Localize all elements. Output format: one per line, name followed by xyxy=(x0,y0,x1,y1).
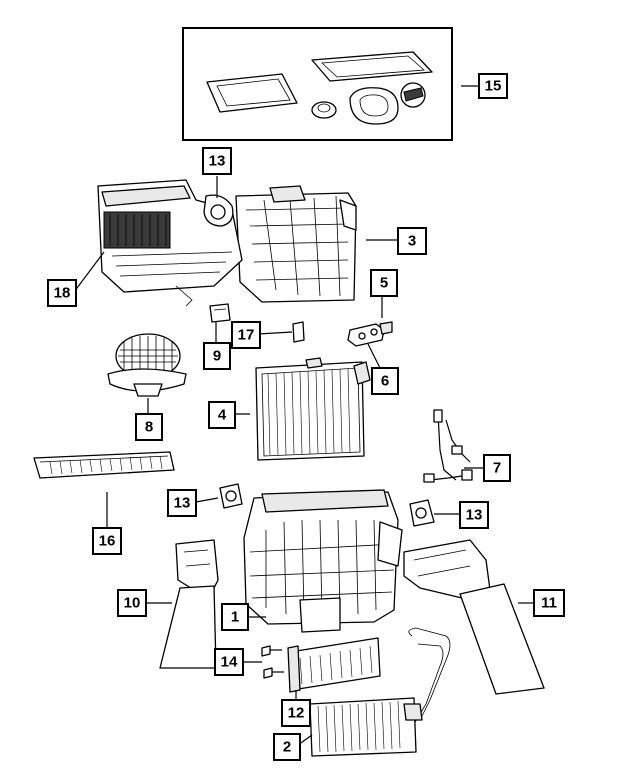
callout-9: 9 xyxy=(203,342,231,370)
callout-14-label: 14 xyxy=(221,654,238,671)
upper-hvac-housing xyxy=(97,179,357,307)
callout-5-label: 5 xyxy=(380,275,388,292)
callout-14: 14 xyxy=(214,648,244,676)
callout-17-label: 17 xyxy=(238,327,255,344)
seal-strip-right xyxy=(311,51,433,82)
callout-13-top-label: 13 xyxy=(209,153,226,170)
expansion-valve xyxy=(347,321,393,347)
callout-12-label: 12 xyxy=(288,705,305,722)
callout-11-label: 11 xyxy=(541,595,557,612)
callout-17: 17 xyxy=(231,321,261,349)
cabin-air-filter xyxy=(33,451,175,479)
evaporator-core xyxy=(255,357,371,461)
actuator-13-right xyxy=(409,499,435,527)
callout-4-label: 4 xyxy=(218,407,227,424)
callout-6-label: 6 xyxy=(381,373,389,390)
callout-2-label: 2 xyxy=(283,739,291,756)
callout-5: 5 xyxy=(370,269,398,297)
callout-3-label: 3 xyxy=(408,233,416,250)
duct-left xyxy=(159,539,219,669)
callout-6: 6 xyxy=(371,367,399,395)
callout-13-left: 13 xyxy=(167,489,197,517)
heater-core-pipes xyxy=(408,627,451,725)
callout-13-left-label: 13 xyxy=(174,495,191,512)
callout-3: 3 xyxy=(397,227,427,255)
callout-10-label: 10 xyxy=(124,595,141,612)
heater-core-bracket xyxy=(287,637,381,693)
actuator-9 xyxy=(209,303,231,323)
seal-kit-frame xyxy=(182,27,453,141)
callout-15: 15 xyxy=(478,73,508,99)
callout-18: 18 xyxy=(47,279,77,307)
actuator-13-left xyxy=(219,483,243,509)
callout-4: 4 xyxy=(208,401,236,429)
callout-2: 2 xyxy=(273,733,301,761)
callout-13-right-label: 13 xyxy=(466,507,483,524)
callout-1-label: 1 xyxy=(231,609,239,626)
callout-10: 10 xyxy=(117,589,147,617)
blower-motor xyxy=(107,333,187,397)
round-seal xyxy=(311,101,337,119)
heater-core xyxy=(309,697,423,757)
callout-15-label: 15 xyxy=(485,78,502,95)
callout-12: 12 xyxy=(281,699,311,727)
callout-8: 8 xyxy=(135,413,163,441)
callout-18-label: 18 xyxy=(54,285,71,302)
callout-8-label: 8 xyxy=(145,419,153,436)
callout-7-label: 7 xyxy=(493,460,501,477)
callouts: 15 13 3 18 5 17 9 6 4 8 7 13 13 16 10 1 … xyxy=(47,73,565,761)
lower-hvac-housing xyxy=(243,489,403,633)
grommet-seal xyxy=(349,87,399,125)
seal-kit-group xyxy=(182,27,453,141)
callout-13-top: 13 xyxy=(202,147,232,175)
seal-frame-left xyxy=(206,73,298,113)
callout-9-label: 9 xyxy=(213,348,221,365)
callout-1: 1 xyxy=(221,603,249,631)
callout-16: 16 xyxy=(92,527,122,555)
callout-11: 11 xyxy=(533,589,565,617)
callout-13-right: 13 xyxy=(459,501,489,529)
duct-right xyxy=(403,539,545,695)
clip-17 xyxy=(292,321,305,343)
leader-lines xyxy=(73,85,534,746)
screws xyxy=(261,645,284,679)
callout-7: 7 xyxy=(483,454,511,482)
wire-harness xyxy=(423,409,473,483)
callout-16-label: 16 xyxy=(99,533,116,550)
